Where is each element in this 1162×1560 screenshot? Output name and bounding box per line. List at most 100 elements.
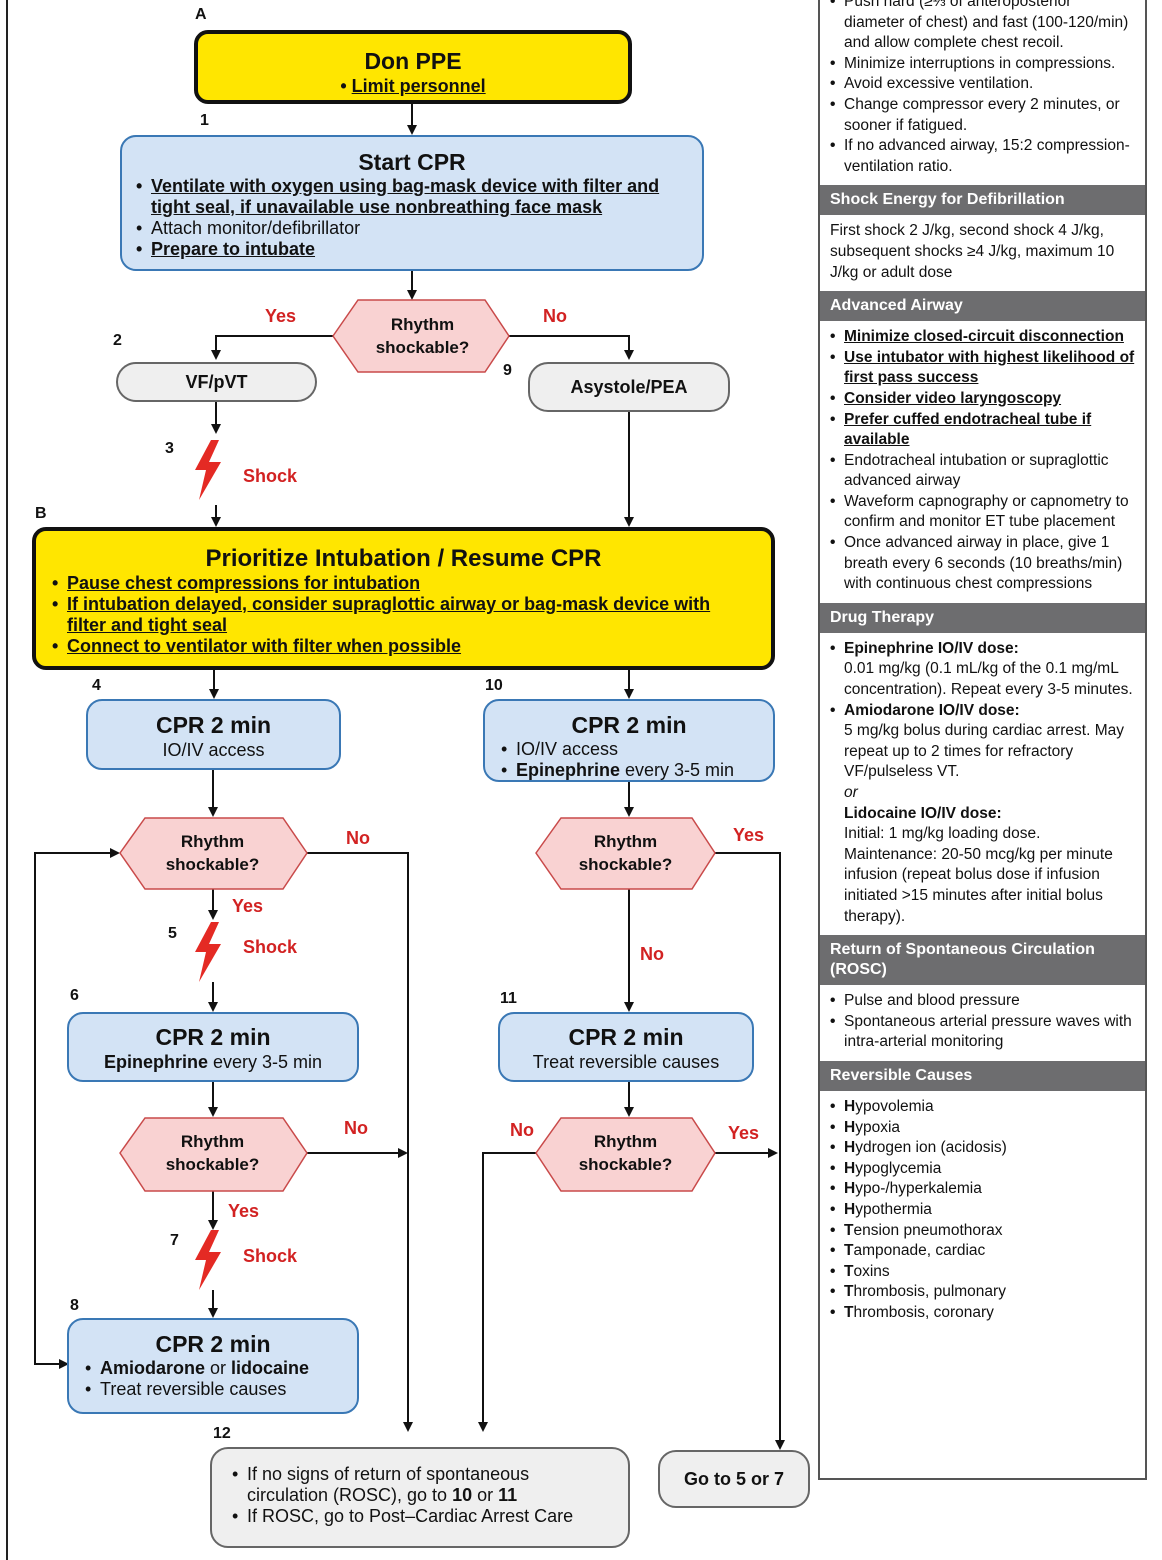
step-label-11: 11 [500, 990, 517, 1007]
reversible-cause-item: Hypoxia [830, 1118, 1135, 1139]
shock-energy-heading: Shock Energy for Defibrillation [820, 185, 1145, 216]
start-cpr-list: Ventilate with oxygen using bag-mask dev… [136, 176, 684, 260]
no-label: No [640, 944, 664, 964]
reversible-cause-item: Toxins [830, 1262, 1135, 1283]
amiodarone-text: Amiodarone [100, 1358, 206, 1378]
epinephrine-dose-text: 0.01 mg/kg (0.1 mL/kg of the 0.1 mg/mL c… [844, 660, 1133, 699]
amiodarone-dose: Amiodarone IO/IV dose:5 mg/kg bolus duri… [830, 701, 1135, 928]
prioritize-item-1: Pause chest compressions for intubation [52, 573, 741, 594]
cpr-box-10: CPR 2 min IO/IV access Epinephrine every… [483, 699, 775, 782]
box-12-item-1: If no signs of return of spontaneous cir… [232, 1464, 608, 1506]
box-12-item-1-a: If no signs of return of spontaneous cir… [247, 1464, 530, 1505]
step-label-8: 8 [70, 1297, 79, 1314]
cpr-10-list: IO/IV access Epinephrine every 3-5 min [501, 739, 773, 781]
rosc-item: Pulse and blood pressure [830, 991, 1135, 1012]
lidocaine-dose-head: Lidocaine IO/IV dose: [844, 804, 1002, 822]
asystole-pea-label: Asystole/PEA [570, 377, 688, 397]
cpr-quality-item: Minimize interruptions in compressions. [830, 54, 1135, 75]
step-label-9: 9 [503, 362, 512, 379]
reversible-cause-item: Tamponade, cardiac [830, 1241, 1135, 1262]
no-label: No [510, 1120, 534, 1140]
goto-label: Go to 5 or 7 [683, 1469, 784, 1489]
decision-line1: Rhythm [593, 832, 658, 851]
step-label-a: A [195, 6, 207, 23]
cpr-6-title: CPR 2 min [155, 1024, 271, 1050]
cpr-10-title: CPR 2 min [571, 712, 687, 738]
reversible-cause-item: Hypovolemia [830, 1097, 1135, 1118]
prioritize-item-3: Connect to ventilator with filter when p… [52, 636, 741, 657]
box-12-item-2: If ROSC, go to Post–Cardiac Arrest Care [232, 1506, 608, 1527]
arrow-no-box12 [478, 1152, 540, 1432]
step-label-7: 7 [170, 1232, 179, 1249]
cpr-10-item-1: IO/IV access [501, 739, 773, 760]
arrow-decision-yes [211, 335, 333, 360]
decision-line1: Rhythm [390, 315, 455, 334]
shock-energy-section: First shock 2 J/kg, second shock 4 J/kg,… [820, 215, 1145, 291]
advanced-airway-item: Consider video laryngoscopy [830, 389, 1135, 410]
yes-label: Yes [733, 825, 765, 845]
cpr-4-title: CPR 2 min [155, 712, 272, 738]
step-label-2: 2 [113, 332, 122, 349]
decision-line2: shockable? [578, 855, 673, 874]
vf-pvt-label: VF/pVT [185, 372, 248, 392]
or-text: or [205, 1358, 232, 1378]
cpr-quality-list: Push hard (≥⅓ of anteroposterior diamete… [830, 0, 1135, 177]
advanced-airway-item: Once advanced airway in place, give 1 br… [830, 533, 1135, 595]
decision-line2: shockable? [578, 1155, 673, 1174]
asystole-pea-box: Asystole/PEA [528, 362, 730, 412]
step-label-3: 3 [165, 440, 174, 457]
no-label: No [543, 306, 567, 326]
amiodarone-dose-text: 5 mg/kg bolus during cardiac arrest. May… [844, 722, 1124, 781]
box-12-item-1-c: or [472, 1485, 499, 1505]
lidocaine-text: lidocaine [231, 1358, 310, 1378]
decision-line2: shockable? [375, 338, 470, 357]
prioritize-title: Prioritize Intubation / Resume CPR [205, 545, 602, 572]
step-label-5: 5 [168, 925, 177, 942]
sidebar-reference: Push hard (≥⅓ of anteroposterior diamete… [818, 0, 1147, 1480]
arrow-no-to-box12 [307, 852, 413, 1432]
epinephrine-text: Epinephrine [103, 1052, 208, 1072]
reversible-cause-item: Thrombosis, pulmonary [830, 1282, 1135, 1303]
flowchart: A 1 2 3 9 B 4 10 5 6 11 7 8 12 Don PPE •… [0, 0, 800, 1560]
advanced-airway-heading: Advanced Airway [820, 291, 1145, 322]
reversible-causes-section: HypovolemiaHypoxiaHydrogen ion (acidosis… [820, 1091, 1145, 1332]
shock-label-3: Shock [243, 466, 298, 486]
cpr-quality-section: Push hard (≥⅓ of anteroposterior diamete… [820, 0, 1145, 185]
reversible-cause-item: Tension pneumothorax [830, 1221, 1135, 1242]
or-text: or [844, 784, 858, 801]
decision-diamond-1 [332, 299, 510, 373]
start-cpr-item-2: Attach monitor/defibrillator [136, 218, 684, 239]
decision-line2: shockable? [165, 1155, 260, 1174]
cpr-8-item-1: Amiodarone or lidocaine [85, 1358, 357, 1379]
shock-label-7: Shock [243, 1246, 298, 1266]
shock-bolt-icon [195, 922, 221, 982]
step-label-10: 10 [485, 677, 503, 694]
epinephrine-text: Epinephrine [516, 760, 621, 780]
reversible-cause-item: Hydrogen ion (acidosis) [830, 1138, 1135, 1159]
decision-line1: Rhythm [180, 832, 245, 851]
decision-diamond-4 [535, 817, 716, 890]
rosc-item: Spontaneous arterial pressure waves with… [830, 1012, 1135, 1053]
cpr-quality-item: Push hard (≥⅓ of anteroposterior diamete… [830, 0, 1135, 54]
shock-label-5: Shock [243, 937, 298, 957]
start-cpr-title: Start CPR [358, 149, 466, 175]
yes-label: Yes [228, 1201, 260, 1221]
cpr-8-item-2: Treat reversible causes [85, 1379, 357, 1400]
don-ppe-box: Don PPE • Limit personnel [194, 30, 632, 104]
drug-therapy-list: Epinephrine IO/IV dose:0.01 mg/kg (0.1 m… [830, 639, 1135, 927]
arrow-loop-back [34, 848, 120, 1365]
box-12-list: If no signs of return of spontaneous cir… [232, 1464, 608, 1527]
no-label: No [344, 1118, 368, 1138]
shock-bolt-icon [195, 1230, 221, 1290]
step-label-b: B [35, 505, 47, 522]
cpr-quality-item: If no advanced airway, 15:2 compression-… [830, 136, 1135, 177]
vf-pvt-box: VF/pVT [116, 362, 317, 402]
no-label: No [346, 828, 370, 848]
decision-diamond-5 [535, 1117, 716, 1192]
prioritize-item-2: If intubation delayed, consider supraglo… [52, 594, 741, 636]
lidocaine-dose-text: Initial: 1 mg/kg loading dose. Maintenan… [844, 825, 1113, 925]
prioritize-list: Pause chest compressions for intubation … [52, 573, 741, 657]
reversible-cause-item: Hypoglycemia [830, 1159, 1135, 1180]
